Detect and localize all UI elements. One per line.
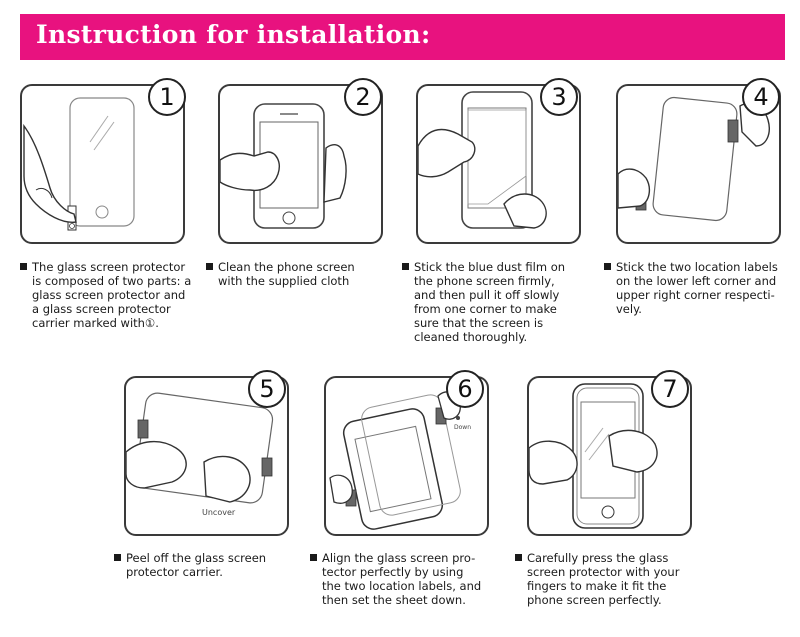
step-3-drawing <box>418 91 547 229</box>
step-5-illustration: Uncover 5 <box>124 370 289 536</box>
step-7-drawing <box>529 383 658 529</box>
step-2-caption: Clean the phone screen with the supplied… <box>206 260 386 288</box>
step-2-drawing <box>220 103 347 229</box>
step-4-text: Stick the two location labels on the low… <box>616 260 778 316</box>
step-7-text: Carefully press the glass screen protect… <box>527 551 680 607</box>
step-1-drawing <box>23 97 135 231</box>
step-2-number: 2 <box>344 78 382 116</box>
step-6-illustration: Down 6 <box>324 370 489 536</box>
step-1-illustration: 1 <box>20 78 186 244</box>
step-7-caption: Carefully press the glass screen protect… <box>515 551 695 607</box>
step-2-illustration: 2 <box>218 78 383 244</box>
bullet-icon <box>310 554 317 561</box>
step-1-number: 1 <box>148 78 186 116</box>
bullet-icon <box>20 263 27 270</box>
bullet-icon <box>114 554 121 561</box>
bullet-icon <box>604 263 611 270</box>
step-6-text: Align the glass screen pro- tector perfe… <box>322 551 482 607</box>
step-3-number: 3 <box>540 78 578 116</box>
step-5-drawing <box>126 392 274 504</box>
step-5-number: 5 <box>248 370 286 408</box>
step-6-label: Down <box>454 424 472 431</box>
step-4-number: 4 <box>742 78 780 116</box>
step-2-text: Clean the phone screen with the supplied… <box>218 260 355 288</box>
step-1-caption: The glass screen protector is composed o… <box>20 260 200 330</box>
step-7-illustration: 7 <box>527 370 692 536</box>
step-7-number: 7 <box>651 370 689 408</box>
step-3-text: Stick the blue dust film on the phone sc… <box>414 260 566 344</box>
step-5-caption: Peel off the glass screen protector carr… <box>114 551 294 579</box>
page-title: Instruction for installation: <box>36 20 431 49</box>
title-banner: Instruction for installation: <box>20 14 785 60</box>
step-3-illustration: 3 <box>416 78 581 244</box>
step-6-caption: Align the glass screen pro- tector perfe… <box>310 551 490 607</box>
bullet-icon <box>206 263 213 270</box>
step-3-caption: Stick the blue dust film on the phone sc… <box>402 260 582 344</box>
step-4-caption: Stick the two location labels on the low… <box>604 260 784 316</box>
step-1-text: The glass screen protector is composed o… <box>32 260 192 330</box>
bullet-icon <box>515 554 522 561</box>
step-4-illustration: 4 <box>616 78 781 244</box>
step-5-label: Uncover <box>202 508 236 517</box>
bullet-icon <box>402 263 409 270</box>
step-6-number: 6 <box>446 370 484 408</box>
step-5-text: Peel off the glass screen protector carr… <box>126 551 267 579</box>
